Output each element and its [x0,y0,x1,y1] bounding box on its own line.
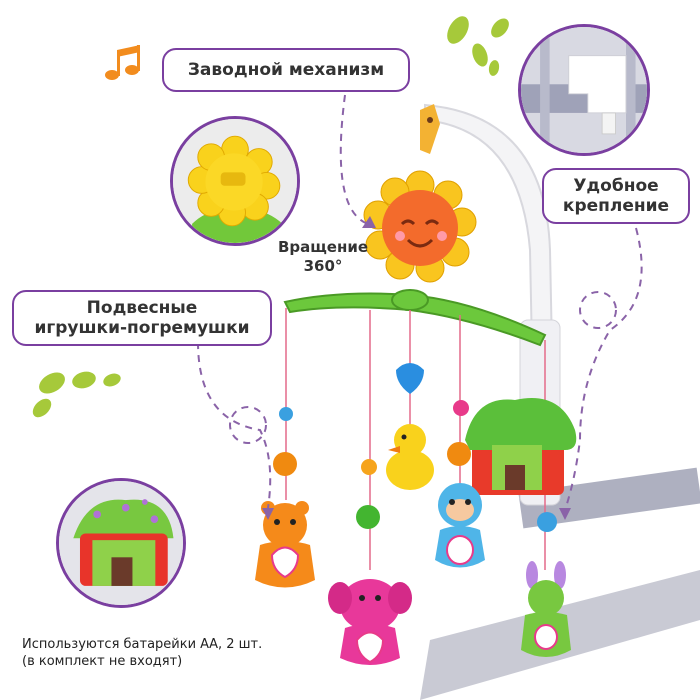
sun-rotator [363,170,477,283]
music-note-icon [105,45,140,80]
arrowheads [262,216,571,520]
battery-note-line1: Используются батарейки АА, 2 шт. [22,637,263,652]
house-rattle-photo [56,478,186,608]
hanging-toys-label: Подвесные игрушки-погремушки [12,290,272,346]
winding-mechanism-label: Заводной механизм [162,48,410,92]
bear-toy [255,501,315,588]
battery-note-line2: (в комплект не входят) [22,654,183,669]
bunny-toy [521,561,571,657]
toys-text-line2: игрушки-погремушки [34,318,250,338]
battery-note: Используются батарейки АА, 2 шт. (в комп… [22,636,352,670]
green-hanger [283,289,547,347]
mount-text-line2: крепление [562,196,670,216]
winding-mechanism-photo [170,116,300,246]
rotation-text-line1: Вращение [277,238,369,256]
rotation-text-line2: 360° [303,257,343,275]
leaf-decoration-top [447,16,509,76]
toys-text-line1: Подвесные [86,298,198,318]
elephant-toy [328,579,412,665]
duck-toy [386,424,434,490]
mount-clamp-photo [518,24,650,156]
callout-lines [197,94,643,511]
mount-text-line1: Удобное [573,176,659,196]
rotation-label: Вращение 360° [268,238,378,276]
convenient-mount-label: Удобное крепление [542,168,690,224]
monkey-toy [435,483,485,568]
leaf-decoration-left [32,371,121,418]
winding-mechanism-text: Заводной механизм [187,60,385,80]
house-toy [465,398,577,495]
